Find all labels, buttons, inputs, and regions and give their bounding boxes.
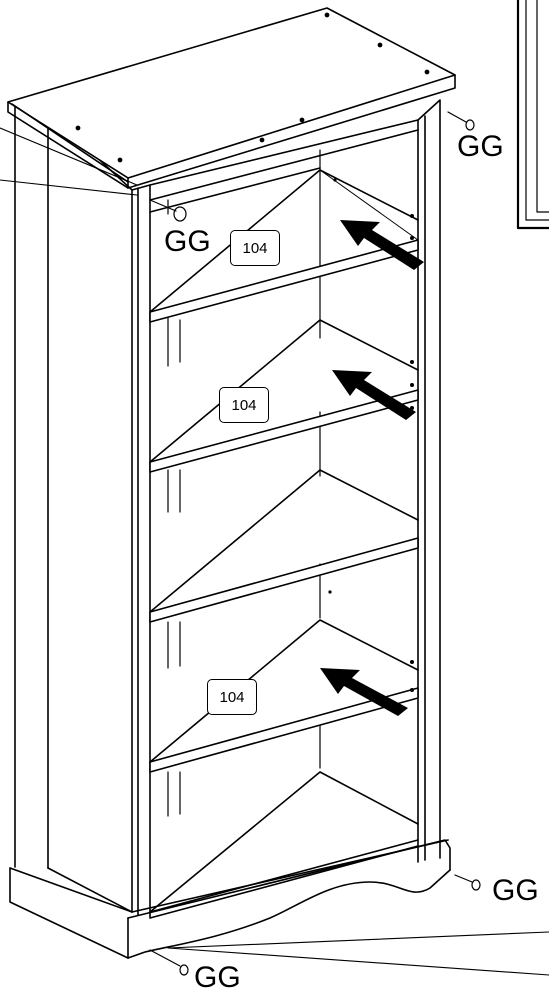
left-side-panel (14, 101, 133, 913)
top-rail (149, 129, 419, 213)
callout-leaders (0, 127, 549, 976)
front-frame-left (131, 119, 419, 918)
hardware-label-top-right: GG (457, 130, 504, 163)
base-plinth (9, 839, 451, 959)
part-label-upper-shelf: 104 (230, 230, 280, 266)
part-label-middle-shelf: 104 (219, 387, 269, 423)
top-panel (7, 7, 456, 189)
hardware-label-bottom-right: GG (492, 874, 539, 907)
cam-dowels (149, 111, 481, 976)
hardware-label-top-left: GG (164, 225, 211, 258)
front-frame-right (417, 99, 441, 863)
insert-arrow-icon (320, 220, 424, 716)
part-label-lower-shelf: 104 (207, 679, 257, 715)
hardware-label-bottom-left: GG (194, 961, 241, 994)
detail-inset-frame (516, 0, 549, 230)
shelves (149, 169, 419, 919)
